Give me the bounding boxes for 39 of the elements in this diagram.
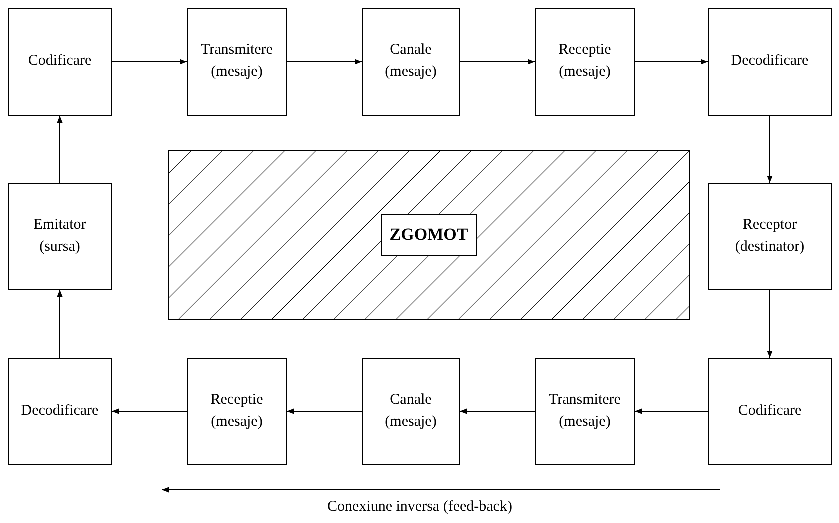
- arrow: [112, 59, 188, 65]
- process-box: [187, 358, 287, 465]
- process-box: [8, 8, 112, 116]
- box-label: Transmitere (mesaje): [548, 390, 622, 432]
- arrow: [57, 116, 63, 184]
- process-box: [708, 183, 832, 290]
- process-box: [708, 8, 832, 116]
- box-label: Decodificare: [730, 52, 810, 72]
- box-label: Codificare: [27, 52, 93, 72]
- box-label: Receptie (mesaje): [210, 390, 264, 432]
- box-label: Decodificare: [20, 402, 100, 421]
- box-label: Codificare: [737, 402, 803, 421]
- box-label: Receptie (mesaje): [558, 41, 612, 82]
- arrow: [57, 290, 63, 358]
- process-box: [8, 358, 112, 465]
- process-box: [362, 8, 460, 116]
- arrow: [767, 290, 773, 358]
- box-label: Receptor (destinator): [734, 216, 806, 256]
- box-label: Transmitere (mesaje): [200, 41, 274, 82]
- arrow: [634, 59, 708, 65]
- process-box: [362, 358, 460, 465]
- process-box: [535, 8, 635, 116]
- arrow: [286, 59, 362, 65]
- arrow: [634, 408, 708, 414]
- arrow: [460, 59, 536, 65]
- box-label: Canale (mesaje): [384, 390, 438, 432]
- caption-text: Conexiune inversa (feed-back): [326, 499, 514, 516]
- arrow: [286, 408, 362, 414]
- process-box: [187, 8, 287, 116]
- noise-label: ZGOMOT: [380, 214, 478, 256]
- box-label: Emitator (sursa): [32, 216, 88, 256]
- arrow: [767, 116, 773, 184]
- process-box: [8, 183, 112, 290]
- arrow: [460, 408, 536, 414]
- noise-area: [168, 150, 690, 320]
- process-box: [535, 358, 635, 465]
- box-label: Canale (mesaje): [384, 41, 438, 82]
- arrow: [112, 408, 188, 414]
- process-box: [708, 358, 832, 465]
